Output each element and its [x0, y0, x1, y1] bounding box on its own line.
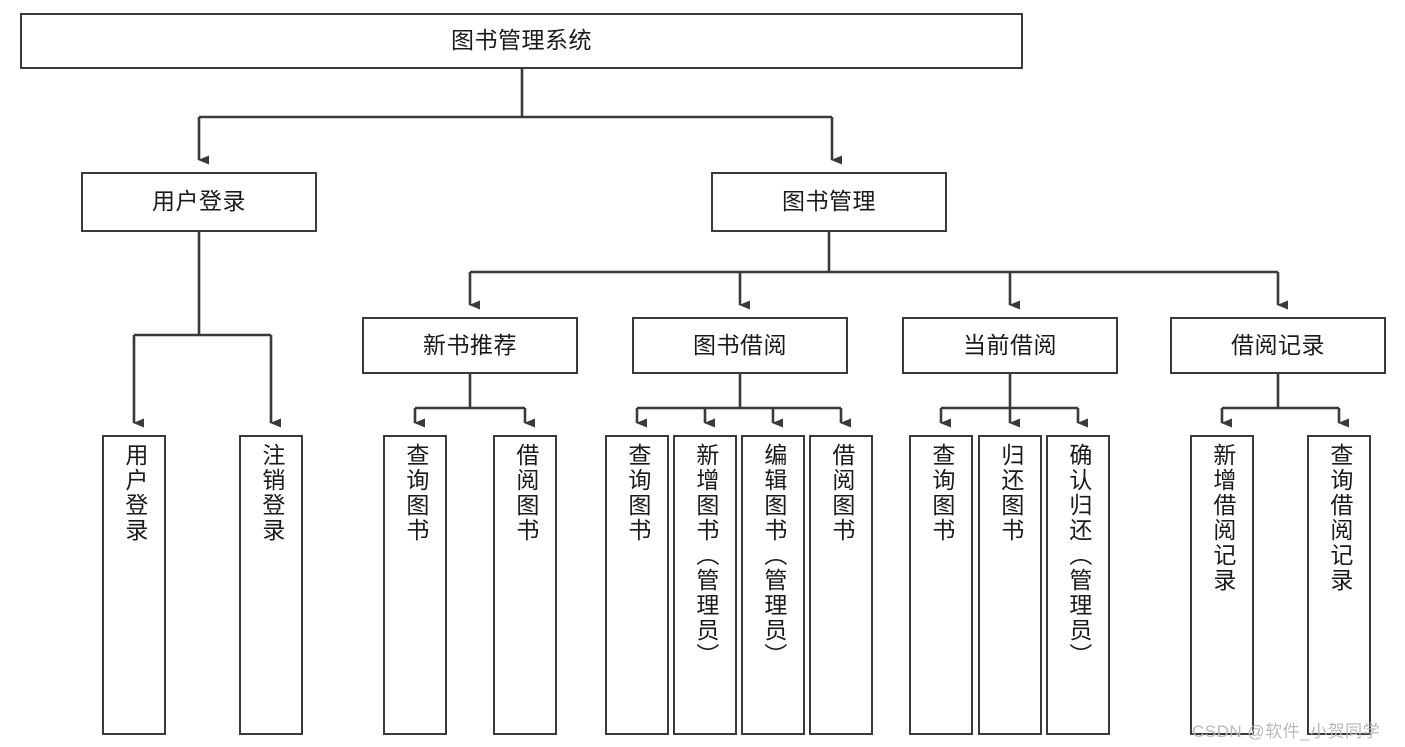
node-user-login[interactable]: 用户登录 — [81, 172, 317, 232]
node-label: 查询图书 — [624, 443, 651, 543]
leaf-borrow-book-recommend[interactable]: 借阅图书 — [493, 435, 557, 735]
leaf-add-borrow-record[interactable]: 新增借阅记录 — [1190, 435, 1254, 735]
leaf-query-book-borrow[interactable]: 查询图书 — [605, 435, 669, 735]
node-current-borrow[interactable]: 当前借阅 — [902, 317, 1118, 374]
node-label: 图书管理系统 — [451, 27, 592, 54]
node-book-borrow[interactable]: 图书借阅 — [632, 317, 848, 374]
node-label: 借阅图书 — [512, 443, 539, 543]
leaf-edit-book[interactable]: 编辑图书（管理员） — [741, 435, 805, 735]
node-label: 新书推荐 — [423, 331, 517, 358]
leaf-confirm-return[interactable]: 确认归还（管理员） — [1046, 435, 1110, 735]
node-book-management[interactable]: 图书管理 — [711, 172, 947, 232]
leaf-borrow-book[interactable]: 借阅图书 — [809, 435, 873, 735]
node-label: 查询图书 — [928, 443, 955, 543]
node-new-book-recommend[interactable]: 新书推荐 — [362, 317, 578, 374]
leaf-query-book-current[interactable]: 查询图书 — [909, 435, 973, 735]
leaf-return-book[interactable]: 归还图书 — [978, 435, 1042, 735]
leaf-user-login[interactable]: 用户登录 — [102, 435, 166, 735]
node-label: 新增借阅记录 — [1209, 443, 1236, 593]
node-label: 查询借阅记录 — [1326, 443, 1353, 593]
node-label: 借阅图书 — [828, 443, 855, 543]
leaf-logout[interactable]: 注销登录 — [239, 435, 303, 735]
node-label: 新增图书（管理员） — [692, 443, 719, 668]
node-label: 借阅记录 — [1231, 331, 1325, 358]
node-label: 图书管理 — [782, 188, 876, 215]
node-label: 用户登录 — [152, 188, 246, 215]
node-label: 注销登录 — [258, 443, 285, 543]
leaf-add-book[interactable]: 新增图书（管理员） — [673, 435, 737, 735]
node-label: 用户登录 — [121, 443, 148, 543]
node-label: 当前借阅 — [963, 331, 1057, 358]
node-label: 确认归还（管理员） — [1065, 443, 1092, 668]
node-label: 编辑图书（管理员） — [760, 443, 787, 668]
node-label: 归还图书 — [997, 443, 1024, 543]
node-root-book-management-system[interactable]: 图书管理系统 — [20, 13, 1023, 69]
leaf-query-borrow-record[interactable]: 查询借阅记录 — [1307, 435, 1371, 735]
leaf-query-book-recommend[interactable]: 查询图书 — [383, 435, 447, 735]
node-borrow-record[interactable]: 借阅记录 — [1170, 317, 1386, 374]
node-label: 图书借阅 — [693, 331, 787, 358]
node-label: 查询图书 — [402, 443, 429, 543]
